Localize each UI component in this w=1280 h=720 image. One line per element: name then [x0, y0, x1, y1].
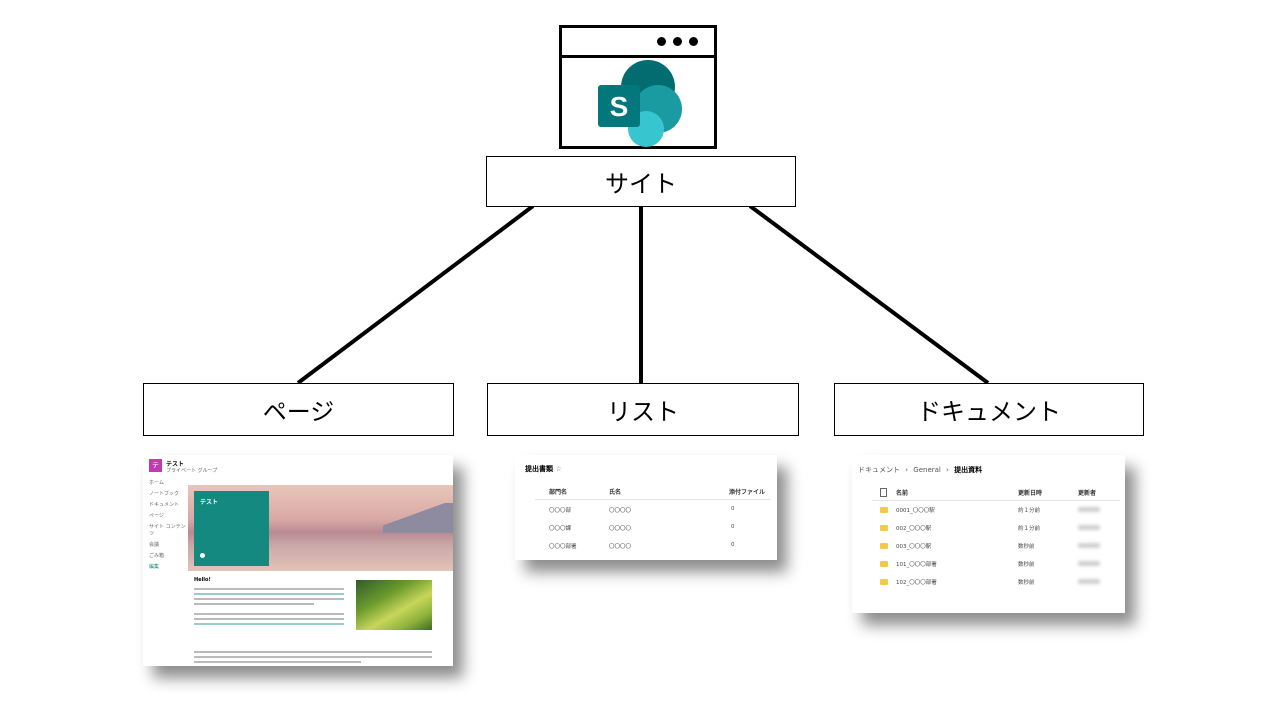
browser-window-icon: S — [559, 25, 717, 149]
page-site-name: テスト — [166, 461, 185, 468]
doc-breadcrumb: ドキュメント › General › 提出資料 — [858, 466, 983, 474]
nav-item[interactable]: ノートブック — [149, 491, 180, 497]
page-body-image — [356, 580, 432, 630]
doc-header-user[interactable]: 更新者 — [1078, 490, 1097, 497]
doc-header-date[interactable]: 更新日時 — [1018, 490, 1043, 497]
window-dot-icon — [689, 37, 698, 46]
nav-item[interactable]: ページ — [149, 513, 164, 519]
sharepoint-logo-icon: S — [598, 60, 682, 147]
list-header-row: 部門名 氏名 添付ファイル — [515, 487, 777, 497]
list-label-box: リスト — [487, 383, 799, 436]
connector-site-page — [296, 204, 535, 385]
folder-icon — [880, 543, 888, 549]
table-row[interactable]: 003_〇〇〇駅 数秒前 — [852, 541, 1125, 553]
doc-header-divider — [872, 500, 1120, 501]
doc-label-box: ドキュメント — [834, 383, 1144, 436]
author-avatar-icon — [200, 553, 205, 558]
list-header-attach[interactable]: 添付ファイル — [729, 489, 766, 496]
window-titlebar — [562, 28, 714, 58]
page-body-text — [194, 585, 344, 628]
site-label-box: サイト — [486, 156, 796, 207]
blurred-user — [1078, 579, 1100, 584]
folder-icon — [880, 525, 888, 531]
breadcrumb-item[interactable]: General — [913, 466, 941, 474]
blurred-user — [1078, 507, 1100, 512]
doc-header-name[interactable]: 名前 — [896, 490, 909, 497]
doc-screenshot: ドキュメント › General › 提出資料 名前 更新日時 更新者 0001… — [852, 455, 1125, 613]
doc-header-row: 名前 更新日時 更新者 — [852, 488, 1125, 498]
breadcrumb-item[interactable]: 提出資料 — [954, 466, 983, 474]
nav-item[interactable]: ホーム — [149, 480, 164, 486]
page-label: ページ — [262, 398, 335, 426]
list-screenshot: 提出書類 ☆ 部門名 氏名 添付ファイル 〇〇〇部 〇〇〇〇 0 〇〇〇課 〇〇… — [515, 455, 777, 560]
sharepoint-logo-letter: S — [610, 91, 629, 122]
table-row[interactable]: 101_〇〇〇部署 数秒前 — [852, 559, 1125, 571]
nav-item[interactable]: 編集 — [149, 564, 160, 570]
table-row[interactable]: 0001_〇〇〇駅 約１分前 — [852, 505, 1125, 517]
page-screenshot: テ テスト プライベート グループ ホーム ノートブック ドキュメント ページ … — [143, 455, 453, 666]
table-row[interactable]: 102_〇〇〇部署 数秒前 — [852, 577, 1125, 589]
blurred-user — [1078, 525, 1100, 530]
nav-item[interactable]: ごみ箱 — [149, 553, 165, 559]
file-type-icon — [880, 488, 887, 497]
breadcrumb-item[interactable]: ドキュメント — [858, 466, 900, 474]
page-site-sub: プライベート グループ — [166, 468, 218, 474]
page-body-heading: Hello! — [194, 577, 211, 583]
list-header-name[interactable]: 氏名 — [609, 489, 622, 496]
page-hero-title: テスト — [200, 499, 219, 506]
list-header-divider — [535, 499, 770, 500]
list-label: リスト — [607, 398, 679, 426]
folder-icon — [880, 579, 888, 585]
nav-item[interactable]: サイト コンテンツ — [149, 524, 186, 537]
list-title: 提出書類 ☆ — [525, 465, 562, 473]
blurred-user — [1078, 561, 1100, 566]
folder-icon — [880, 561, 888, 567]
window-dot-icon — [673, 37, 682, 46]
favorite-star-icon[interactable]: ☆ — [555, 465, 562, 473]
table-row[interactable]: 002_〇〇〇駅 約１分前 — [852, 523, 1125, 535]
page-nav: ホーム ノートブック ドキュメント ページ サイト コンテンツ 会議 ごみ箱 編… — [149, 479, 187, 570]
connector-site-doc — [748, 204, 990, 385]
page-hero-tile: テスト — [194, 491, 269, 566]
nav-item[interactable]: ドキュメント — [149, 502, 180, 508]
doc-label: ドキュメント — [917, 398, 1061, 426]
nav-item[interactable]: 会議 — [149, 542, 160, 548]
list-header-dept[interactable]: 部門名 — [549, 489, 568, 496]
site-label: サイト — [605, 170, 677, 198]
window-dot-icon — [657, 37, 666, 46]
page-label-box: ページ — [143, 383, 454, 436]
blurred-user — [1078, 543, 1100, 548]
page-icon: テ — [149, 459, 162, 472]
folder-icon — [880, 507, 888, 513]
page-body-text-2 — [194, 648, 432, 666]
